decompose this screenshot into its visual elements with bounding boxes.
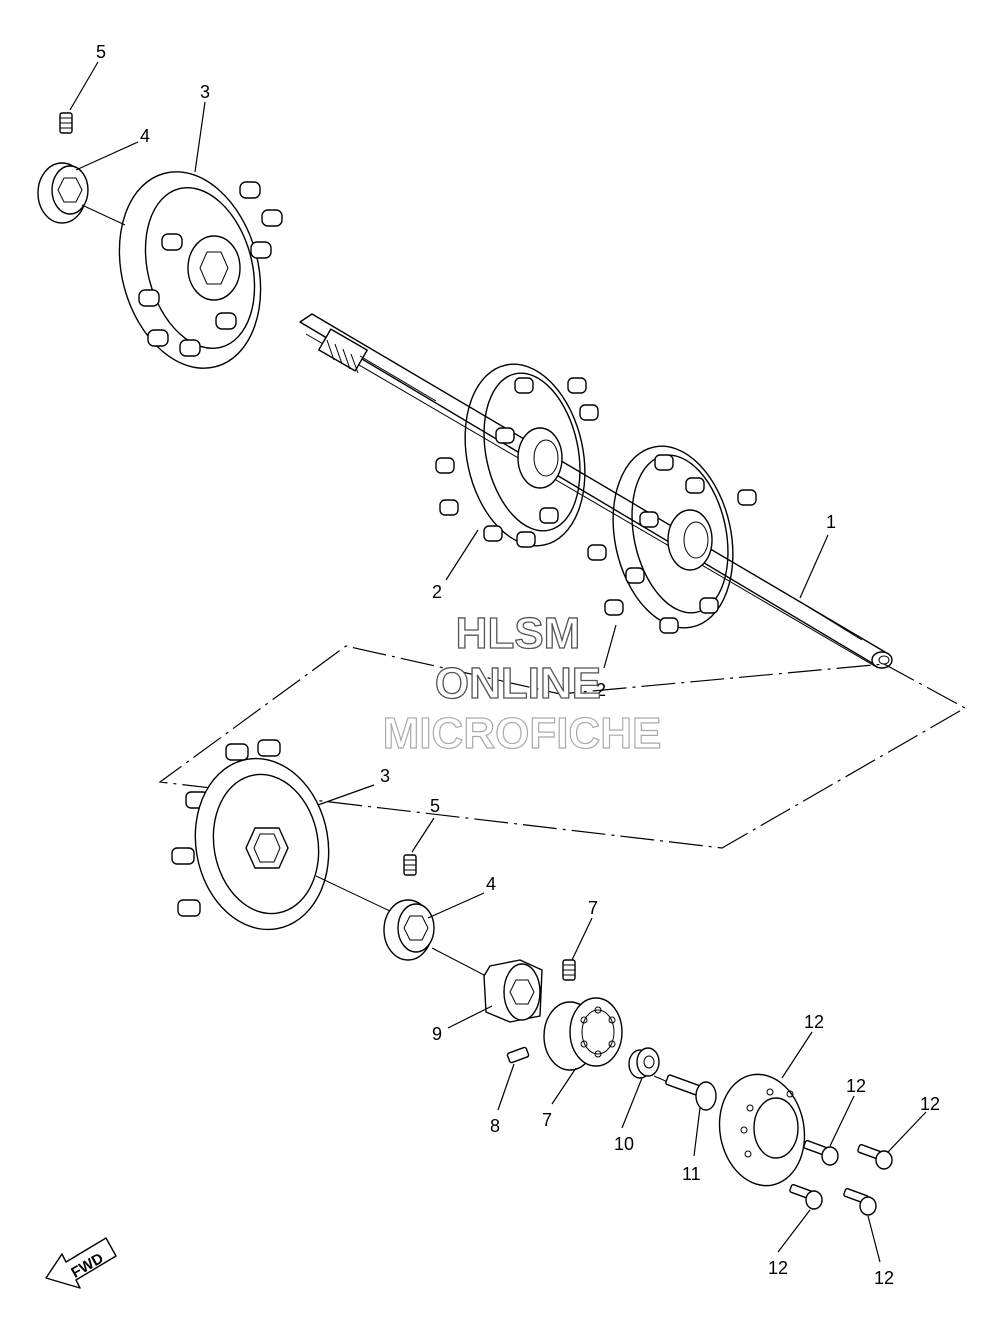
collar-4-upper bbox=[37, 162, 89, 224]
axis-line-upper-collar bbox=[81, 204, 126, 226]
fwd-direction-arrow: FWD bbox=[45, 1237, 117, 1289]
callout-12-b: 12 bbox=[920, 1094, 940, 1114]
set-screw-5-lower bbox=[403, 854, 417, 876]
sprocket-wheel-2-middle bbox=[435, 363, 599, 548]
bolt-12-b bbox=[857, 1144, 893, 1170]
bearing-housing-8 bbox=[483, 959, 543, 1023]
set-screw-5-upper bbox=[59, 112, 73, 134]
callout-4-upper: 4 bbox=[140, 126, 150, 146]
callout-2-right: 2 bbox=[596, 680, 606, 700]
leader-lines bbox=[69, 61, 927, 1263]
watermark-line-3: MICROFICHE bbox=[383, 709, 662, 758]
callout-12-a: 12 bbox=[846, 1076, 866, 1096]
bolt-10 bbox=[665, 1074, 717, 1111]
callout-10: 11 bbox=[682, 1164, 701, 1184]
bolt-12-a bbox=[803, 1140, 839, 1166]
collar-4-lower bbox=[383, 899, 435, 961]
callout-7-lower: 8 bbox=[490, 1116, 500, 1136]
callout-1: 1 bbox=[826, 512, 836, 532]
drive-shaft bbox=[299, 313, 893, 669]
bearing-6 bbox=[543, 997, 623, 1071]
bolt-12-d bbox=[843, 1188, 877, 1216]
spacer-9 bbox=[628, 1047, 660, 1079]
axis-line-lower bbox=[315, 875, 393, 913]
callout-8: 9 bbox=[432, 1024, 442, 1044]
callout-4-lower: 4 bbox=[486, 874, 496, 894]
watermark-line-1: HLSM bbox=[456, 609, 581, 658]
callout-6: 7 bbox=[542, 1110, 552, 1130]
sprocket-wheel-2-right bbox=[587, 445, 757, 634]
callout-2-middle: 2 bbox=[432, 582, 442, 602]
reference-outline bbox=[158, 645, 967, 849]
callout-5-lower: 5 bbox=[430, 796, 440, 816]
callout-3-upper: 3 bbox=[200, 82, 210, 102]
callout-12-c: 12 bbox=[768, 1258, 788, 1278]
bolt-12-c bbox=[789, 1184, 823, 1210]
callout-9: 10 bbox=[614, 1134, 634, 1154]
sprocket-wheel-3-upper bbox=[118, 171, 283, 369]
callout-3-lower: 3 bbox=[380, 766, 390, 786]
bearing-cover-11 bbox=[718, 1073, 806, 1187]
callout-7-upper: 7 bbox=[588, 898, 598, 918]
set-screw-7-upper bbox=[562, 959, 576, 981]
set-screw-7-lower bbox=[506, 1046, 530, 1064]
callout-12-d: 12 bbox=[874, 1268, 894, 1288]
sprocket-wheel-3-lower bbox=[171, 739, 330, 931]
callout-5-upper: 5 bbox=[96, 42, 106, 62]
watermark-line-2: ONLINE bbox=[435, 659, 601, 708]
callout-11: 12 bbox=[804, 1012, 824, 1032]
axis-line-lower-2 bbox=[431, 947, 487, 977]
